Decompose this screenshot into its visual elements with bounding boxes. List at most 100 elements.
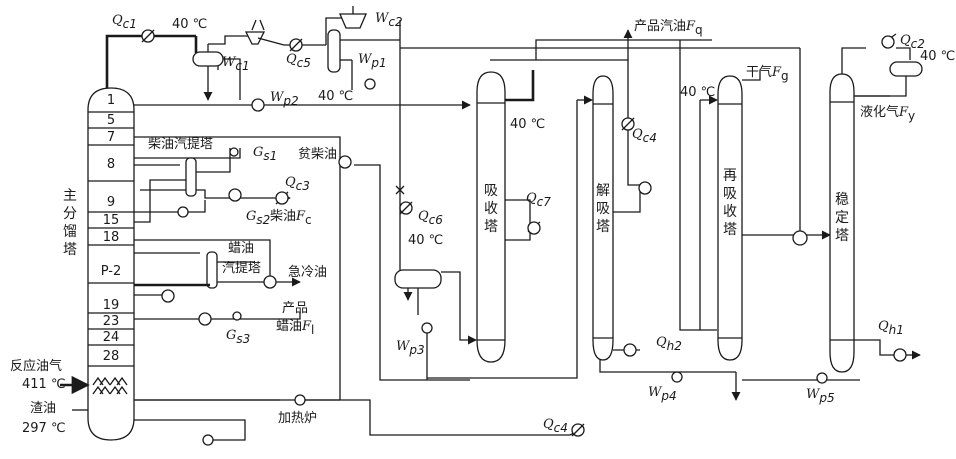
desorber — [427, 75, 741, 401]
qh1-exchanger — [893, 348, 907, 362]
diesel-return-valve — [177, 206, 189, 218]
wax-pump — [198, 312, 212, 326]
tray-19: 19 — [103, 298, 120, 313]
main-col-char-4: 塔 — [63, 242, 77, 258]
desorber-char-2: 吸 — [596, 201, 610, 217]
temp-abs: 40 ℃ — [510, 117, 545, 132]
wp1-label: Wp1 — [358, 52, 387, 70]
absorber-char-1: 吸 — [484, 183, 498, 199]
tray-24: 24 — [103, 330, 120, 345]
reabsorber — [679, 40, 860, 381]
tray-23: 23 — [103, 314, 120, 329]
reactor-vapor-temp: 411 ℃ — [22, 377, 66, 392]
packing-symbol — [92, 376, 128, 395]
overhead-system — [105, 6, 401, 190]
temp-p1: 40 ℃ — [318, 89, 353, 104]
wp3-label: Wp3 — [396, 339, 425, 357]
quench-oil-label: 急冷油 — [288, 265, 327, 280]
qh2-exchanger — [623, 343, 637, 357]
wax-product-label-1: 产品 — [282, 301, 308, 316]
interstage-drum — [327, 29, 341, 73]
tray-1: 1 — [107, 93, 115, 108]
tray-15: 15 — [103, 213, 120, 228]
desorber-reboiler — [638, 181, 652, 195]
temp-reabs: 40 ℃ — [680, 85, 715, 100]
overhead-drum — [192, 51, 224, 67]
main-fractionator-label: 主 分 馏 塔 — [63, 188, 77, 258]
qc1-label: Qc1 — [112, 13, 137, 31]
wax-stripper-label-2: 汽提塔 — [222, 260, 261, 276]
qc3-exchanger-circle — [275, 191, 289, 205]
absorber-char-2: 收 — [484, 201, 498, 217]
qc7-exchanger-circle — [527, 221, 541, 235]
gs3-valve — [232, 311, 242, 321]
desorber-char-1: 解 — [596, 183, 610, 199]
absorber-char-3: 塔 — [484, 219, 498, 235]
wp1-pump — [364, 78, 376, 90]
tray-5: 5 — [107, 113, 115, 128]
qc7-label: Qc7 — [526, 191, 551, 209]
wc1-label: Wc1 — [222, 55, 250, 73]
tray-9: 9 — [107, 195, 115, 210]
temp-c1: 40 ℃ — [172, 17, 207, 32]
residue-label: 渣油 — [30, 401, 56, 416]
pump-around-p2: P-2 — [101, 264, 122, 279]
wp5-label: Wp5 — [806, 387, 835, 405]
stabilizer-char-3: 塔 — [835, 228, 849, 244]
wp2-pump — [251, 98, 265, 112]
qc2-right-label: Qc2 — [900, 33, 925, 51]
qc4-top-label: Qc4 — [632, 127, 657, 145]
wp5-pump — [816, 372, 828, 384]
wax-stripper — [206, 251, 218, 289]
gas-separator — [394, 185, 477, 380]
side-strippers — [134, 136, 470, 401]
reabsorber-char-3: 收 — [723, 204, 737, 220]
residue-pump — [202, 434, 214, 446]
wp3-pump — [421, 322, 433, 334]
qc4-bottom-label: Qc4 — [543, 417, 568, 435]
diesel-stripper-label: 柴油汽提塔 — [148, 136, 213, 152]
gs1-valve — [229, 147, 239, 157]
wax-stripper-label-1: 蜡油 — [228, 241, 254, 256]
feed-and-furnace — [60, 375, 581, 446]
diesel-stripper — [185, 157, 197, 197]
temp-stab: 40 ℃ — [920, 49, 955, 64]
furnace-symbol — [294, 394, 306, 406]
reabsorber-char-4: 塔 — [723, 222, 737, 238]
wp4-label: Wp4 — [648, 385, 677, 403]
wc2-label: Wc2 — [375, 11, 403, 29]
stabilizer — [829, 33, 923, 373]
gs2-label: Gs2 — [246, 209, 270, 227]
main-col-char-1: 主 — [63, 188, 77, 204]
tray-7: 7 — [107, 130, 115, 145]
reactor-vapor-label: 反应油气 — [10, 358, 62, 374]
stabilizer-char-1: 稳 — [835, 192, 849, 208]
tray-8: 8 — [107, 157, 115, 172]
residue-temp: 297 ℃ — [22, 421, 66, 436]
main-fractionator: 1 5 7 8 9 15 18 P-2 19 23 24 28 — [87, 87, 135, 441]
drygas-label: 干气Fg — [746, 64, 789, 83]
gs1-label: Gs1 — [253, 145, 277, 163]
qc6-label: Qc6 — [418, 209, 443, 227]
stabilizer-reflux-drum — [889, 61, 923, 77]
desorber-char-3: 塔 — [596, 219, 610, 235]
main-col-char-2: 分 — [63, 206, 77, 222]
tray-28: 28 — [103, 349, 120, 364]
gs3-label: Gs3 — [226, 328, 250, 346]
tray-18: 18 — [103, 230, 120, 245]
qc3-label: Qc3 — [285, 175, 310, 193]
stabilizer-feed-junction — [792, 230, 808, 246]
reabsorber-char-1: 再 — [723, 168, 737, 184]
diesel-pump — [228, 188, 242, 202]
high-pressure-separator — [394, 269, 442, 289]
qh2-label: Qh2 — [656, 335, 682, 353]
diesel-product-label: 柴油Fc — [270, 209, 312, 227]
p2-pump — [161, 289, 175, 303]
absorber — [476, 71, 531, 363]
gasoline-product-label: 产品汽油Fq — [634, 19, 703, 37]
wp4-pump — [671, 371, 683, 383]
exchanger-icons — [141, 29, 585, 437]
stabilizer-char-2: 定 — [835, 210, 849, 226]
quench-junction — [263, 275, 277, 289]
